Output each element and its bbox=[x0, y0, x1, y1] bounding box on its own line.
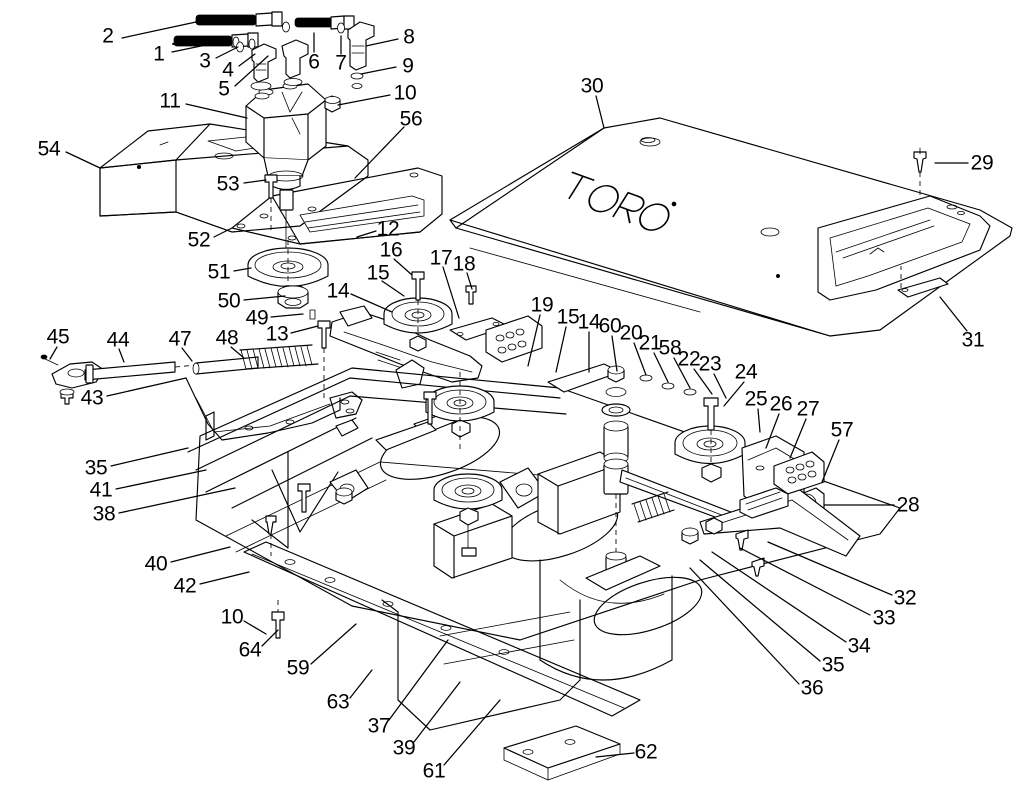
callout-number-41: 41 bbox=[89, 478, 113, 502]
callout-number-61: 61 bbox=[422, 759, 446, 783]
callout-number-6: 6 bbox=[308, 50, 320, 74]
spindle-assembly-left bbox=[423, 372, 495, 452]
callout-number-59: 59 bbox=[286, 656, 310, 680]
toro-logo bbox=[568, 171, 670, 231]
callout-number-57: 57 bbox=[830, 418, 854, 442]
part-59-hardware bbox=[335, 487, 353, 505]
callout-number-3: 3 bbox=[199, 49, 211, 73]
part-31-tab bbox=[897, 266, 949, 298]
callout-number-58: 58 bbox=[658, 336, 682, 360]
callout-number-5: 5 bbox=[218, 77, 230, 101]
callout-number-22: 22 bbox=[677, 347, 701, 371]
callout-number-18: 18 bbox=[452, 252, 476, 276]
callout-number-9: 9 bbox=[402, 54, 414, 78]
part-10-locknut bbox=[324, 95, 341, 113]
callout-number-35b: 35 bbox=[821, 653, 845, 677]
callout-number-63: 63 bbox=[326, 690, 350, 714]
part-47-tube bbox=[192, 356, 259, 375]
callout-number-21: 21 bbox=[638, 331, 662, 355]
part-60-20-21-hardware bbox=[639, 374, 697, 396]
callout-number-16: 16 bbox=[379, 238, 403, 262]
callout-number-52: 52 bbox=[187, 228, 211, 252]
callout-number-49: 49 bbox=[245, 306, 269, 330]
callout-number-10b: 10 bbox=[220, 605, 244, 629]
callout-number-8: 8 bbox=[403, 25, 415, 49]
part-48-spring bbox=[239, 344, 319, 370]
callout-number-42: 42 bbox=[173, 574, 197, 598]
callout-number-14b: 14 bbox=[577, 310, 601, 334]
callout-number-29: 29 bbox=[970, 151, 994, 175]
part-1-2-hoses bbox=[172, 11, 283, 50]
part-43-lift-bracket bbox=[185, 377, 363, 441]
callout-number-62: 62 bbox=[634, 740, 658, 764]
callout-number-43: 43 bbox=[80, 386, 104, 410]
callout-number-4: 4 bbox=[222, 58, 234, 82]
callout-number-33: 33 bbox=[872, 606, 896, 630]
callout-number-44: 44 bbox=[106, 328, 130, 352]
part-13-bolt bbox=[317, 320, 331, 400]
part-51-pulley bbox=[247, 240, 329, 300]
callout-number-20: 20 bbox=[619, 321, 643, 345]
part-29-screw bbox=[913, 147, 927, 196]
callout-number-17: 17 bbox=[429, 246, 453, 270]
callout-number-53: 53 bbox=[216, 172, 240, 196]
part-44-rod bbox=[84, 361, 197, 384]
callout-number-23: 23 bbox=[698, 352, 722, 376]
callout-number-54: 54 bbox=[37, 137, 61, 161]
callout-number-19: 19 bbox=[530, 293, 554, 317]
part-15-idler-pulley bbox=[383, 271, 477, 352]
spindle-assembly-lower-left bbox=[433, 473, 503, 557]
part-32-36-hardware bbox=[631, 487, 789, 577]
callout-number-34: 34 bbox=[847, 634, 871, 658]
callout-number-47: 47 bbox=[168, 327, 192, 351]
part-52-mount-plate bbox=[231, 167, 443, 245]
part-50-hub bbox=[277, 285, 316, 320]
callout-number-25: 25 bbox=[744, 387, 768, 411]
callout-number-64: 64 bbox=[238, 638, 262, 662]
callout-number-32: 32 bbox=[893, 586, 917, 610]
callout-number-48: 48 bbox=[215, 326, 239, 350]
callout-number-30: 30 bbox=[580, 74, 604, 98]
callout-number-28: 28 bbox=[896, 493, 920, 517]
part-22-23-spindle-stack bbox=[585, 365, 661, 591]
callout-number-40: 40 bbox=[144, 552, 168, 576]
callout-number-7: 7 bbox=[335, 51, 347, 75]
callout-number-31: 31 bbox=[961, 328, 985, 352]
callout-number-51: 51 bbox=[207, 260, 231, 284]
part-37-39-deck-body bbox=[187, 363, 901, 781]
callout-number-2: 2 bbox=[102, 24, 114, 48]
callout-number-14: 14 bbox=[326, 279, 350, 303]
callout-number-60: 60 bbox=[598, 314, 622, 338]
callout-number-24: 24 bbox=[734, 360, 758, 384]
callout-number-37: 37 bbox=[367, 714, 391, 738]
callout-number-12: 12 bbox=[376, 217, 400, 241]
callout-number-45: 45 bbox=[46, 325, 70, 349]
callout-number-27: 27 bbox=[796, 397, 820, 421]
callout-number-36: 36 bbox=[800, 676, 824, 700]
callout-number-50: 50 bbox=[217, 289, 241, 313]
part-64-bolt bbox=[265, 483, 311, 639]
callout-number-26: 26 bbox=[769, 392, 793, 416]
callout-number-13: 13 bbox=[265, 322, 289, 346]
part-7-8-9-fitting bbox=[281, 21, 375, 89]
callout-number-15: 15 bbox=[366, 261, 390, 285]
callout-number-11: 11 bbox=[159, 89, 181, 113]
callout-number-38: 38 bbox=[92, 502, 116, 526]
callout-number-56: 56 bbox=[399, 107, 423, 131]
part-25-idler-pulley bbox=[674, 397, 746, 483]
callout-number-35: 35 bbox=[84, 456, 108, 480]
callout-number-39: 39 bbox=[392, 736, 416, 760]
callout-number-15b: 15 bbox=[556, 305, 580, 329]
callout-number-10: 10 bbox=[393, 81, 417, 105]
callout-number-1: 1 bbox=[153, 42, 165, 66]
